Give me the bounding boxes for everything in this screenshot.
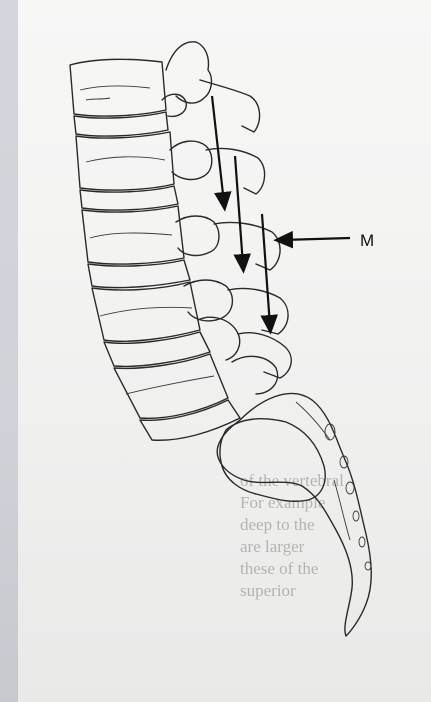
intervertebral-disc-4 — [104, 332, 210, 366]
vertebral-body-l5 — [114, 354, 228, 418]
arrow-2 — [235, 156, 243, 265]
label-m: M — [360, 231, 374, 251]
vertebral-body-l3 — [82, 206, 184, 264]
vertebral-body-l2 — [76, 132, 174, 190]
sacral-foramina — [325, 424, 371, 570]
force-arrows — [212, 96, 270, 326]
vertebral-body-l1 — [70, 59, 166, 116]
vertebral-body-l4 — [92, 282, 200, 341]
posterior-elements — [162, 42, 291, 394]
m-pointer — [282, 238, 350, 240]
pointer-arrow — [282, 238, 350, 240]
sacrum — [217, 393, 371, 636]
arrow-1 — [212, 96, 224, 203]
